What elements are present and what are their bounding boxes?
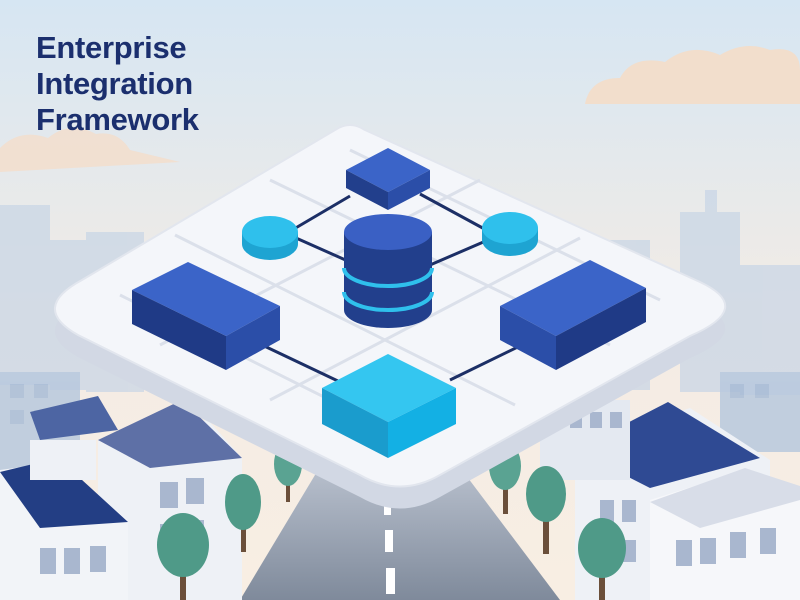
building-left-small: [30, 396, 118, 480]
server-node-icon: [132, 262, 280, 370]
cloud-left: [0, 127, 180, 172]
cloud-node-icon: [482, 212, 538, 256]
cloud-node-icon: [242, 216, 298, 260]
road: [240, 470, 560, 600]
title-line-2: Integration: [36, 66, 193, 101]
tree-icon: [578, 518, 626, 600]
gateway-node-icon: [322, 354, 456, 458]
page-title: Enterprise Integration Framework: [36, 30, 199, 138]
server-node-icon: [500, 260, 646, 370]
tree-icon: [157, 513, 209, 600]
tree-icon: [526, 466, 566, 554]
building-right-front: [650, 468, 800, 600]
title-line-3: Framework: [36, 102, 199, 137]
title-line-1: Enterprise: [36, 30, 187, 65]
database-icon: [342, 214, 434, 328]
cloud-right: [585, 46, 800, 104]
tree-icon: [225, 474, 261, 552]
server-node-icon: [346, 148, 430, 210]
